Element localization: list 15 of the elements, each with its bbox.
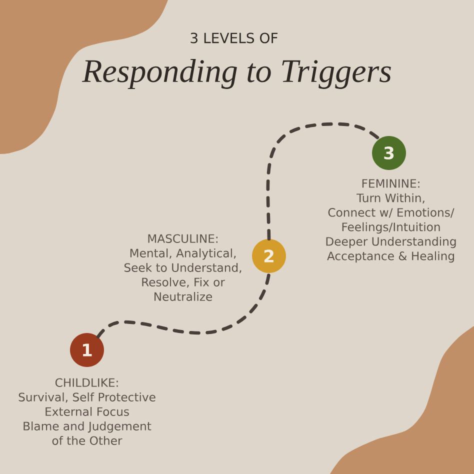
dashed-path	[266, 122, 381, 240]
level-heading: MASCULINE:	[148, 234, 218, 243]
level-description: External Focus	[46, 407, 129, 416]
level-description: Connect w/ Emotions/ Feelings/Intuition	[328, 208, 454, 234]
subtitle: 3 LEVELS OF	[190, 32, 278, 44]
level-description: Blame and Judgement of the Other	[24, 422, 152, 445]
title: Responding to Triggers	[82, 59, 391, 89]
level-heading: CHILDLIKE:	[55, 378, 118, 387]
level-description: Survival, Self Protective	[18, 392, 156, 403]
level-description: Mental, Analytical, Seek to Understand, Resolve, Fix or Neutralize	[124, 248, 242, 301]
level-description: Acceptance & Healing	[327, 251, 454, 263]
level-description: Turn Within,	[356, 193, 424, 204]
dashed-path	[96, 272, 271, 338]
level-description: Deeper Understanding	[326, 236, 456, 248]
level-heading: FEMININE:	[362, 179, 420, 188]
